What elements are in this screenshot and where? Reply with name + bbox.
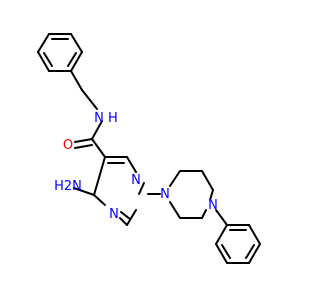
pyrimidine-n-top-text: N (131, 173, 141, 188)
bond (74, 144, 93, 149)
bond (67, 52, 77, 67)
bond (93, 156, 106, 196)
bond (74, 138, 93, 143)
bond (81, 89, 98, 110)
bond (248, 224, 261, 245)
bond (169, 201, 181, 219)
amine-label: H2N (54, 179, 82, 194)
amine-h2n-text: H2N (54, 179, 82, 194)
piperazine-n-left-label: N (160, 187, 170, 202)
bond (126, 156, 137, 173)
amide-nh-text: N (94, 111, 104, 126)
atom-labels: N H O N N H2N N N (54, 111, 218, 222)
amide-nh-label: N H (94, 111, 118, 126)
bond (169, 170, 181, 187)
bond (43, 52, 53, 67)
bond (138, 182, 145, 195)
bond (209, 189, 214, 201)
bond (91, 120, 103, 140)
bond (201, 170, 214, 191)
carbonyl-o-text: O (63, 138, 73, 153)
bond (73, 187, 95, 196)
bond (201, 209, 207, 219)
bond (119, 217, 128, 226)
bond (248, 243, 261, 264)
bond (215, 209, 228, 226)
pyrimidine-n-bottom-text: N (109, 207, 119, 222)
bond (120, 211, 131, 220)
amide-h-text: H (108, 111, 118, 126)
bond (93, 194, 106, 206)
bond (215, 224, 228, 245)
bond (221, 244, 231, 259)
piperazine-n-right-label: N (208, 198, 218, 213)
bond (70, 70, 83, 91)
molecule-structure: N H O N N H2N N N (37, 33, 261, 264)
bond (70, 33, 83, 53)
bond (91, 138, 106, 158)
piperazine-n-left-text: N (160, 187, 170, 202)
pyrimidine-n-bottom-label: N (109, 207, 119, 222)
molecule-canvas: N H O N N H2N N N (37, 33, 261, 264)
bond (37, 51, 50, 72)
bond (70, 51, 83, 72)
carbonyl-o-label: O (63, 138, 73, 153)
bonds (37, 33, 261, 264)
bond (126, 209, 137, 226)
bond (245, 244, 255, 259)
pyrimidine-n-top-label: N (131, 173, 141, 188)
piperazine-n-right-text: N (208, 198, 218, 213)
bond (215, 243, 228, 264)
bond (37, 33, 50, 53)
